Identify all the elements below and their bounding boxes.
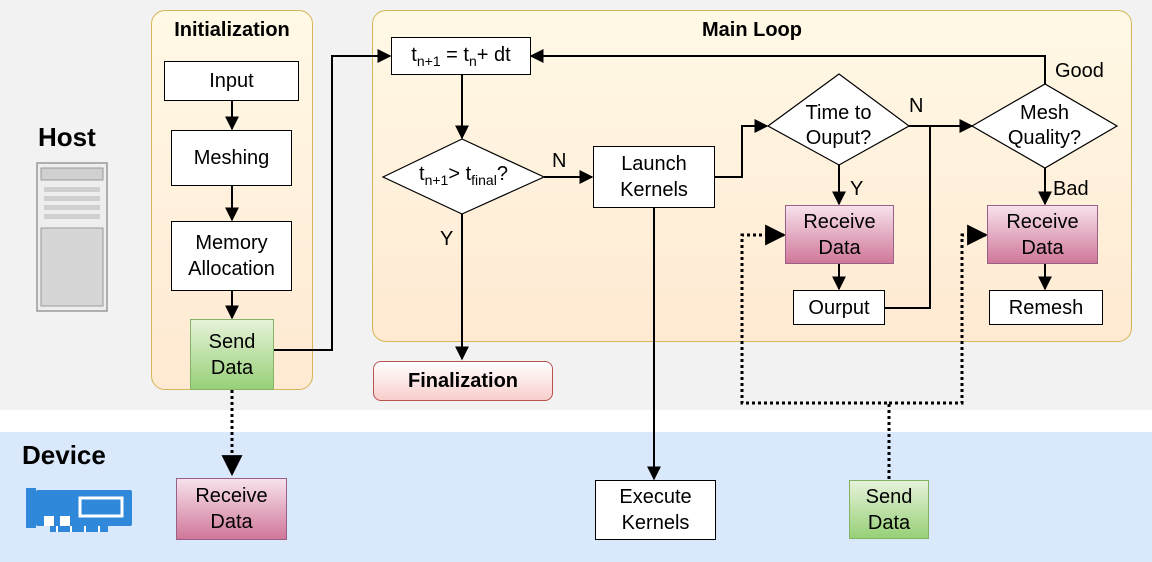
launch-label-line1: Launch xyxy=(621,153,687,175)
remesh-label: Remesh xyxy=(1008,296,1084,319)
finalization-box: Finalization xyxy=(373,361,553,401)
output-label: Ourput xyxy=(808,296,870,319)
mesh-quality-diamond xyxy=(970,83,1119,169)
device-send-label-line1: Send xyxy=(865,485,913,508)
execute-kernels-box: Execute Kernels xyxy=(595,480,716,540)
memory-allocation-box: Memory Allocation xyxy=(171,221,292,291)
execute-label-line1: Execute xyxy=(619,486,692,508)
receive2-label-line2: Data xyxy=(1021,236,1064,259)
receive-output-data-box: Receive Data xyxy=(785,205,894,264)
launch-label-line2: Kernels xyxy=(620,179,688,201)
time-to-output-diamond xyxy=(766,73,911,166)
edge-label-good: Good xyxy=(1055,60,1104,82)
launch-kernels-box: Launch Kernels xyxy=(593,146,715,208)
timestep-formula: tn+1 = tn+ dt xyxy=(411,43,511,69)
gpu-card-icon xyxy=(26,488,132,532)
host-send-data-box: Send Data xyxy=(190,319,274,390)
receive-mesh-data-box: Receive Data xyxy=(987,205,1098,264)
server-tower-icon xyxy=(36,162,108,312)
host-send-label-line1: Send xyxy=(208,330,256,353)
host-send-label-line2: Data xyxy=(210,356,254,379)
time-check-diamond xyxy=(381,138,546,215)
time-to-output-label: Time to Ouput? xyxy=(805,102,872,149)
device-receive-label-line1: Receive xyxy=(195,485,268,507)
device-receive-label-line2: Data xyxy=(210,511,253,533)
receive2-label-line1: Receive xyxy=(1006,210,1079,233)
initialization-title: Initialization xyxy=(174,19,290,41)
output-box: Ourput xyxy=(793,290,885,325)
execute-label-line2: Kernels xyxy=(621,512,690,534)
main-loop-title: Main Loop xyxy=(702,19,802,41)
memory-label-line2: Allocation xyxy=(188,258,275,280)
input-label: Input xyxy=(209,70,254,92)
edge-label-bad: Bad xyxy=(1053,178,1089,200)
device-send-data-box: Send Data xyxy=(849,480,929,539)
host-label: Host xyxy=(38,122,96,152)
finalization-label: Finalization xyxy=(408,370,518,392)
device-receive-data-box: Receive Data xyxy=(176,478,287,540)
receive1-label-line1: Receive xyxy=(803,210,876,233)
device-label: Device xyxy=(22,440,106,470)
time-check-label: tn+1> tfinal? xyxy=(419,163,508,188)
edge-label-n-launch: N xyxy=(552,150,567,172)
edge-label-y-final: Y xyxy=(440,228,454,250)
meshing-box: Meshing xyxy=(171,130,292,186)
mesh-quality-label: Mesh Quality? xyxy=(1007,102,1082,149)
edge-label-y-output: Y xyxy=(850,178,864,200)
input-box: Input xyxy=(164,61,299,101)
remesh-box: Remesh xyxy=(989,290,1103,325)
timestep-update-box: tn+1 = tn+ dt xyxy=(391,37,531,75)
meshing-label: Meshing xyxy=(193,147,270,169)
memory-label-line1: Memory xyxy=(195,232,268,254)
device-send-label-line2: Data xyxy=(867,511,911,534)
receive1-label-line2: Data xyxy=(818,236,861,259)
edge-label-n-output: N xyxy=(909,95,924,117)
